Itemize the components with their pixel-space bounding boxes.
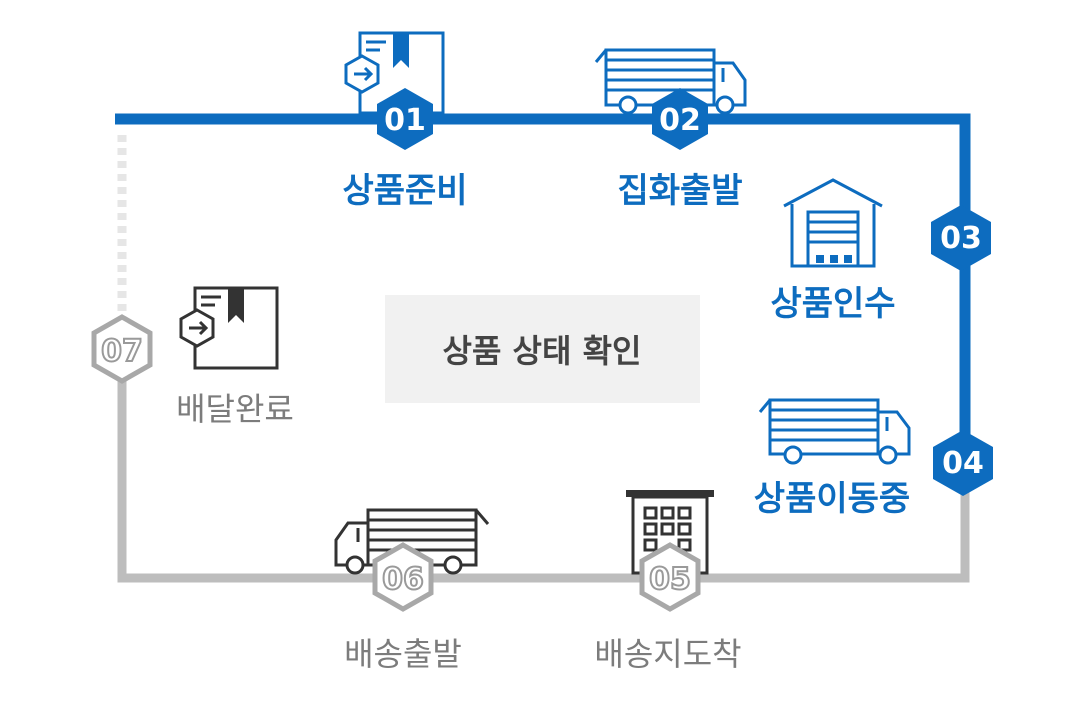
step-01-number: 01 [384, 103, 426, 138]
truck-icon [594, 48, 747, 115]
step-07-number: 07 [101, 334, 143, 369]
step-07-badge[interactable]: 07 [91, 314, 153, 384]
step-01-label: 상품준비 [342, 171, 467, 211]
warehouse-icon [783, 178, 883, 268]
step-04-badge[interactable]: 04 [933, 430, 993, 496]
step-01-badge[interactable]: 01 [377, 88, 433, 150]
step-05-label: 배송지도착 [594, 635, 741, 673]
package-box-icon [179, 286, 279, 370]
step-06-number: 06 [382, 562, 424, 597]
step-06-label: 배송출발 [344, 635, 462, 673]
step-06-badge[interactable]: 06 [372, 542, 434, 612]
center-status-box[interactable]: 상품 상태 확인 [385, 295, 700, 403]
center-status-label: 상품 상태 확인 [443, 332, 642, 370]
step-07-label: 배달완료 [176, 390, 294, 428]
step-05-badge[interactable]: 05 [639, 542, 701, 612]
truck-icon [758, 398, 911, 465]
step-02-number: 02 [659, 103, 701, 138]
step-02-label: 집화출발 [617, 171, 742, 211]
step-03-label: 상품인수 [770, 284, 895, 324]
step-03-number: 03 [940, 221, 982, 256]
step-04-number: 04 [942, 446, 984, 481]
step-05-number: 05 [649, 562, 691, 597]
step-04-label: 상품이동중 [754, 479, 910, 519]
inactive-route-line [117, 355, 970, 583]
step-03-badge[interactable]: 03 [931, 205, 991, 271]
step-02-badge[interactable]: 02 [652, 88, 708, 150]
